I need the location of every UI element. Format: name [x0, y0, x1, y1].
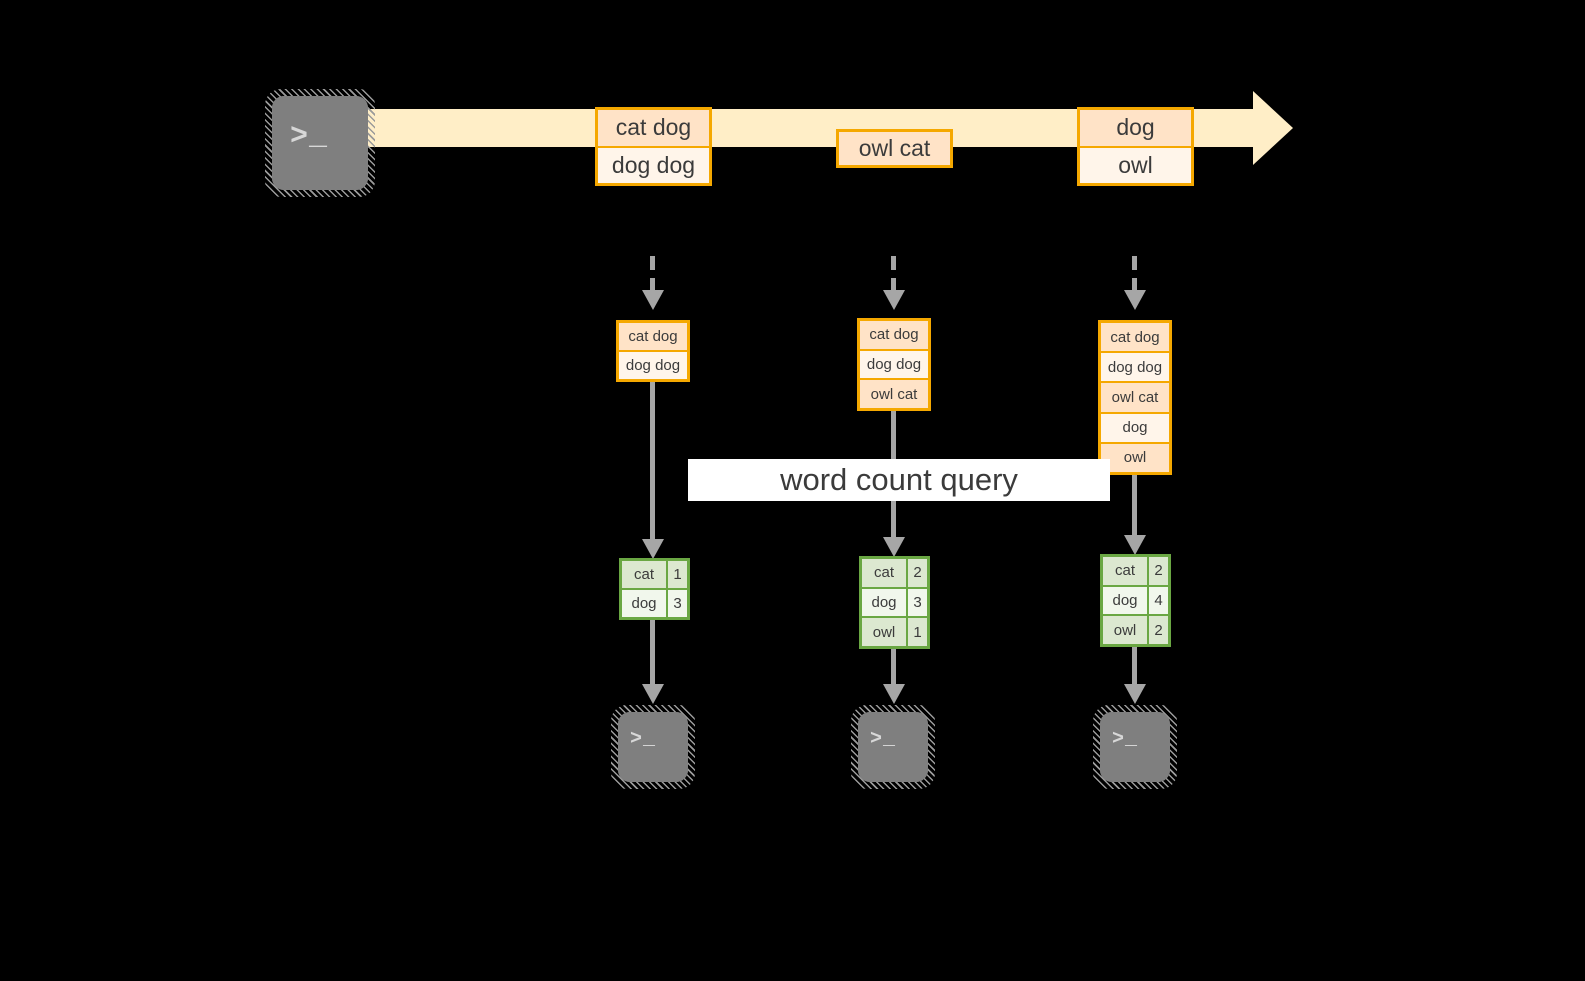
input-table-row: owl — [1101, 441, 1169, 473]
stream-event-2[interactable]: owl cat — [836, 129, 953, 168]
snapshot-3-result-table[interactable]: cat 2 dog 4 owl 2 — [1100, 554, 1171, 647]
snapshot-1-input-table[interactable]: cat dog dog dog — [616, 320, 690, 382]
snapshot-3-sink-terminal-icon[interactable]: >_ — [1093, 705, 1177, 789]
terminal-face — [1100, 712, 1170, 782]
result-table-row: cat 1 — [622, 561, 687, 588]
snapshot-3-query-line — [1132, 475, 1137, 537]
result-count: 4 — [1147, 586, 1168, 615]
input-table-row: dog dog — [860, 348, 928, 379]
input-table-row: cat dog — [860, 321, 928, 349]
snapshot-1-query-line — [650, 382, 655, 541]
result-table-row: dog 3 — [622, 588, 687, 617]
result-count: 2 — [1147, 616, 1168, 645]
stream-event-line: owl cat — [839, 132, 950, 165]
input-table-row: owl cat — [860, 378, 928, 409]
terminal-face — [858, 712, 928, 782]
snapshot-2-sink-line — [891, 649, 896, 686]
snapshot-1-sink-line — [650, 620, 655, 686]
snapshot-3-query-arrowhead — [1124, 535, 1146, 555]
stream-event-line: dog — [1080, 110, 1191, 146]
result-table-row: owl 2 — [1103, 614, 1168, 645]
result-count: 1 — [666, 561, 687, 588]
snapshot-3-sink-line — [1132, 647, 1137, 686]
result-count: 1 — [906, 618, 927, 647]
result-count: 2 — [1147, 557, 1168, 585]
query-label-band: word count query — [688, 459, 1110, 501]
terminal-prompt-label: >_ — [630, 728, 657, 751]
snapshot-3-tap-arrowhead — [1124, 290, 1146, 310]
stream-event-line: owl — [1080, 145, 1191, 183]
result-word: owl — [1113, 621, 1137, 639]
snapshot-1-sink-terminal-icon[interactable]: >_ — [611, 705, 695, 789]
query-label-text: word count query — [780, 462, 1018, 497]
source-terminal-icon[interactable]: >_ — [265, 89, 375, 197]
result-table-row: cat 2 — [862, 559, 927, 587]
snapshot-2-sink-arrowhead — [883, 684, 905, 704]
stream-event-line: cat dog — [598, 110, 709, 146]
result-word: cat — [873, 564, 894, 582]
result-word: cat — [1114, 562, 1135, 580]
terminal-face — [272, 96, 368, 190]
terminal-prompt-label: >_ — [870, 728, 897, 751]
stream-event-3[interactable]: dog owl — [1077, 107, 1194, 186]
result-count: 2 — [906, 559, 927, 587]
input-table-row: cat dog — [1101, 323, 1169, 352]
snapshot-2-tap-line — [891, 256, 896, 292]
snapshot-1-result-table[interactable]: cat 1 dog 3 — [619, 558, 690, 620]
result-count: 3 — [906, 588, 927, 617]
input-table-row: cat dog — [619, 323, 687, 350]
terminal-face — [618, 712, 688, 782]
result-word: cat — [633, 566, 654, 583]
input-table-row: dog dog — [1101, 351, 1169, 382]
snapshot-1-tap-arrowhead — [642, 290, 664, 310]
stream-event-line: dog dog — [598, 145, 709, 183]
result-word: dog — [871, 594, 897, 611]
snapshot-2-input-table[interactable]: cat dog dog dog owl cat — [857, 318, 931, 411]
snapshot-1-sink-arrowhead — [642, 684, 664, 704]
input-table-row: dog — [1101, 411, 1169, 442]
snapshot-3-input-table[interactable]: cat dog dog dog owl cat dog owl — [1098, 320, 1172, 475]
terminal-prompt-label: >_ — [290, 120, 329, 154]
snapshot-2-tap-arrowhead — [883, 290, 905, 310]
result-count: 3 — [666, 590, 687, 617]
result-table-row: dog 3 — [862, 586, 927, 617]
snapshot-1-query-arrowhead — [642, 539, 664, 559]
snapshot-3-tap-line — [1132, 256, 1137, 292]
result-word: dog — [631, 595, 657, 612]
result-word: owl — [872, 623, 896, 641]
result-table-row: owl 1 — [862, 616, 927, 647]
snapshot-2-query-arrowhead — [883, 537, 905, 557]
snapshot-1-tap-line — [650, 256, 655, 292]
input-table-row: owl cat — [1101, 381, 1169, 412]
input-table-row: dog dog — [619, 350, 687, 379]
result-word: dog — [1112, 592, 1138, 609]
stream-arrowhead — [1253, 91, 1293, 165]
result-table-row: cat 2 — [1103, 557, 1168, 585]
stream-event-1[interactable]: cat dog dog dog — [595, 107, 712, 186]
snapshot-3-sink-arrowhead — [1124, 684, 1146, 704]
result-table-row: dog 4 — [1103, 584, 1168, 615]
snapshot-2-sink-terminal-icon[interactable]: >_ — [851, 705, 935, 789]
terminal-prompt-label: >_ — [1112, 728, 1139, 751]
snapshot-2-result-table[interactable]: cat 2 dog 3 owl 1 — [859, 556, 930, 649]
